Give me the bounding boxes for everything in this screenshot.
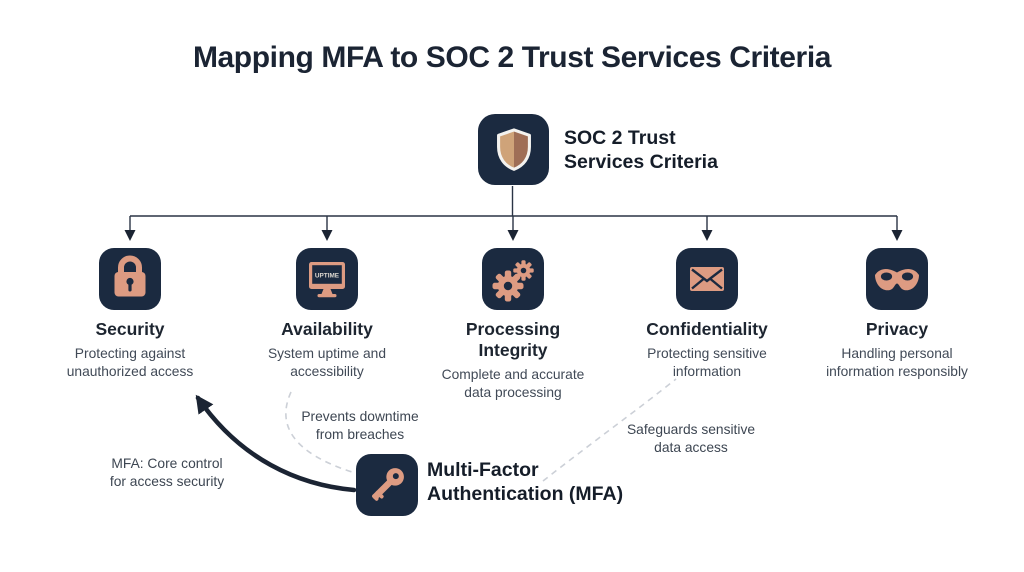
criterion-name: Privacy: [865, 319, 929, 339]
annotation-availability: Prevents downtime from breaches: [301, 409, 419, 442]
annotation-confidentiality: Safeguards sensitive data access: [626, 422, 756, 455]
criterion-description: Protecting sensitive information: [647, 346, 767, 379]
gears-icon: [482, 248, 544, 310]
diagram-title: Mapping MFA to SOC 2 Trust Services Crit…: [192, 41, 832, 74]
criterion-name: Availability: [281, 319, 373, 339]
criterion-description: Handling personal information responsibl…: [826, 346, 968, 379]
criterion-availability: UPTIME Availability System uptime and ac…: [215, 248, 439, 380]
criterion-name: Confidentiality: [646, 319, 768, 339]
criterion-description: Complete and accurate data processing: [441, 367, 585, 400]
shield-icon: [478, 114, 549, 185]
annotation-security: MFA: Core control for access security: [109, 456, 225, 489]
criterion-name: Security: [95, 319, 165, 339]
monitor-uptime-icon: UPTIME: [296, 248, 358, 310]
root-node-label: SOC 2 Trust Services Criteria: [564, 127, 718, 173]
mfa-node-label: Multi-Factor Authentication (MFA): [427, 459, 624, 505]
criterion-description: Protecting against unauthorized access: [66, 346, 194, 379]
criterion-description: System uptime and accessibility: [267, 346, 387, 379]
criterion-processing-integrity: Processing Integrity Complete and accura…: [401, 248, 625, 401]
lock-icon: [99, 248, 161, 310]
mask-icon: [866, 248, 928, 310]
criterion-security: Security Protecting against unauthorized…: [18, 248, 242, 380]
svg-text:UPTIME: UPTIME: [315, 272, 340, 279]
key-icon: [356, 454, 418, 516]
criterion-confidentiality: Confidentiality Protecting sensitive inf…: [595, 248, 819, 380]
envelope-icon: [676, 248, 738, 310]
criterion-name: Processing Integrity: [465, 319, 561, 360]
criterion-privacy: Privacy Handling personal information re…: [785, 248, 1009, 380]
